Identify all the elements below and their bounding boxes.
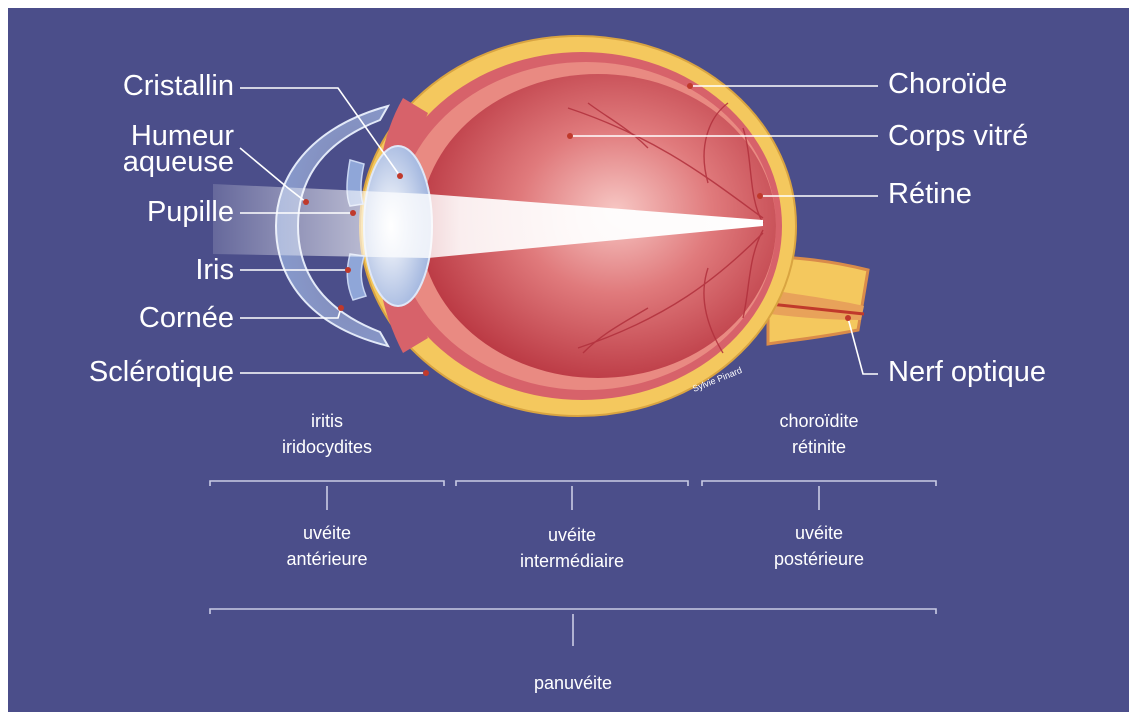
panuveite-label: panuvéite xyxy=(473,672,673,695)
label-pupille: Pupille xyxy=(48,198,234,226)
condition-iridocydites: iridocydites xyxy=(227,436,427,459)
condition-choroidite: choroïdite xyxy=(719,410,919,433)
uveite-posterieure-line2: postérieure xyxy=(719,548,919,571)
label-sclerotique: Sclérotique xyxy=(8,358,234,386)
label-iris: Iris xyxy=(48,256,234,284)
condition-retinite: rétinite xyxy=(719,436,919,459)
uveite-intermediaire-line1: uvéite xyxy=(472,524,672,547)
uveite-posterieure-line1: uvéite xyxy=(719,522,919,545)
label-cristallin: Cristallin xyxy=(48,72,234,100)
label-corps-vitre: Corps vitré xyxy=(888,122,1028,150)
label-choroide: Choroïde xyxy=(888,70,1007,98)
label-aqueuse: aqueuse xyxy=(48,148,234,176)
label-nerf-optique: Nerf optique xyxy=(888,358,1046,386)
label-cornee: Cornée xyxy=(48,304,234,332)
uveite-anterieure-line1: uvéite xyxy=(227,522,427,545)
condition-iritis: iritis xyxy=(227,410,427,433)
uveite-anterieure-line2: antérieure xyxy=(227,548,427,571)
eye-diagram: Sylvie Pinard Cristallin Humeur aqueuse … xyxy=(8,8,1129,712)
uveite-intermediaire-line2: intermédiaire xyxy=(472,550,672,573)
label-retine: Rétine xyxy=(888,180,972,208)
